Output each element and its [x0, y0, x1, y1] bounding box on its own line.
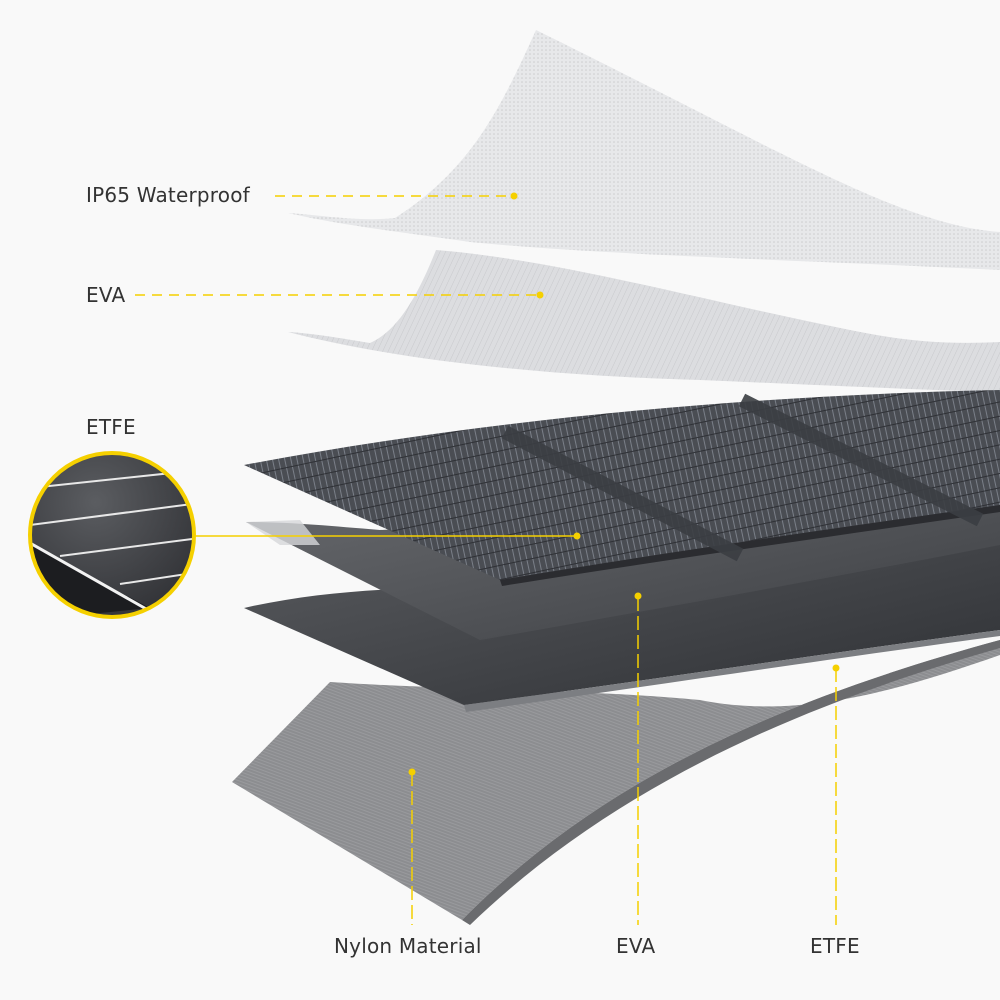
- label-etfe-bottom: ETFE: [810, 934, 860, 958]
- callout-lines: [135, 192, 840, 925]
- label-nylon-material: Nylon Material: [334, 934, 482, 958]
- label-eva-bottom: EVA: [616, 934, 656, 958]
- nylon-layer: [232, 640, 1000, 920]
- label-ip65-waterproof: IP65 Waterproof: [86, 183, 250, 207]
- etfe-inset-magnifier: [28, 451, 196, 619]
- eva-sheet-top: [288, 250, 1000, 392]
- ip65-sheet: [288, 30, 1000, 270]
- label-eva-top: EVA: [86, 283, 126, 307]
- label-etfe-top: ETFE: [86, 415, 136, 439]
